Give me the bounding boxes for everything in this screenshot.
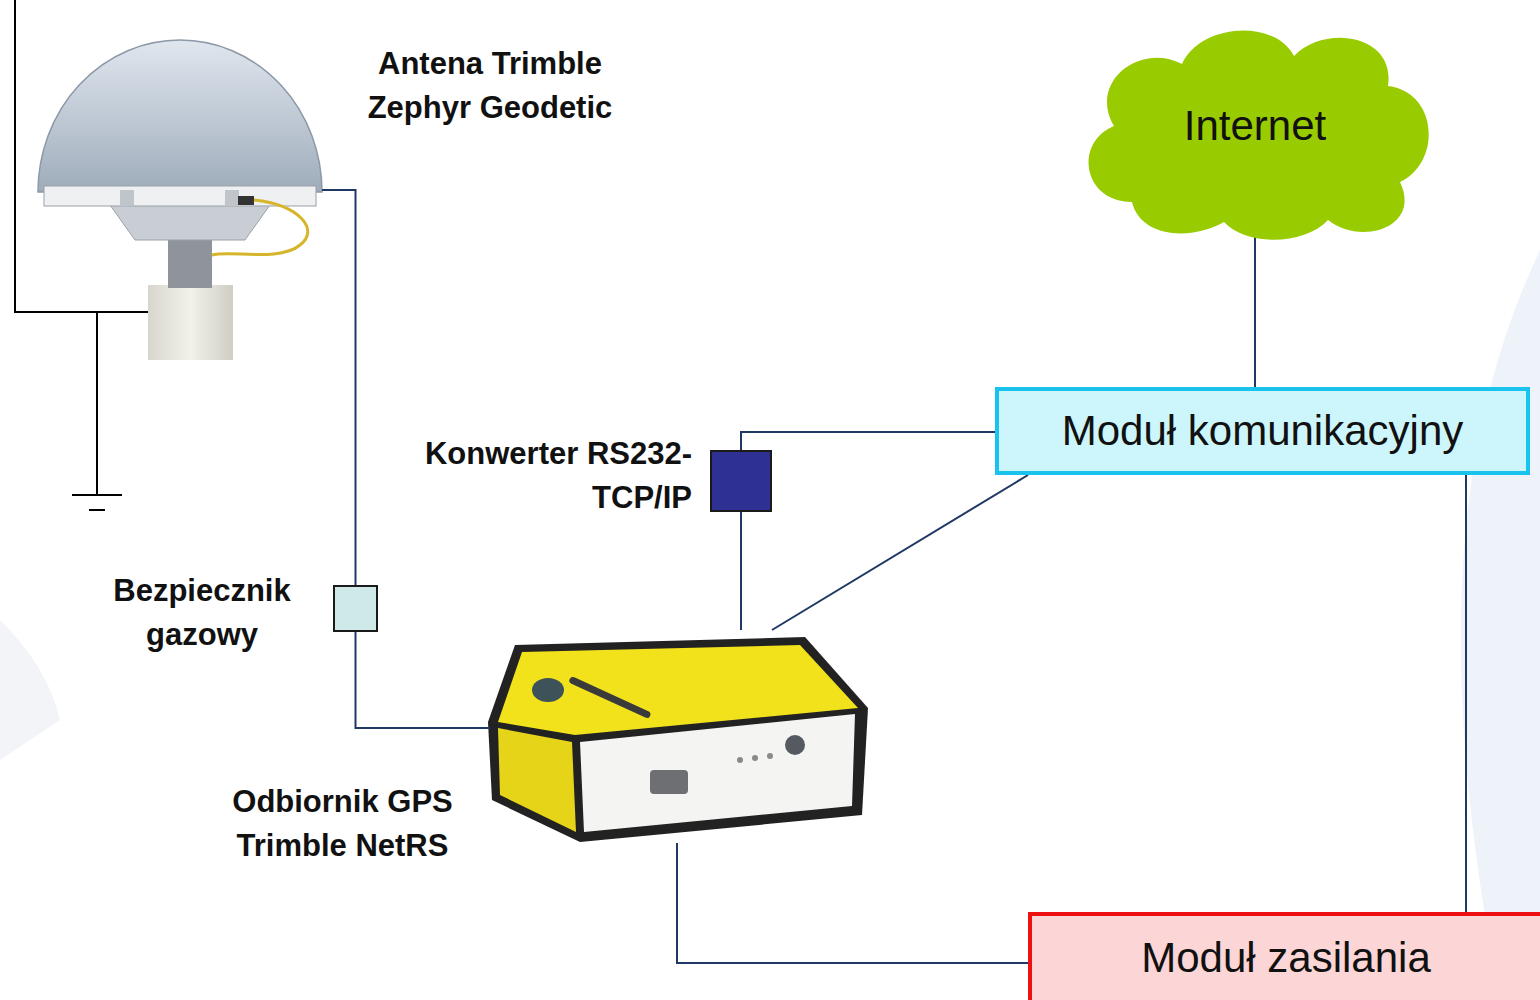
node-label: Bezpiecznik gazowy bbox=[82, 569, 322, 657]
background-swoosh bbox=[0, 620, 60, 760]
connector-line bbox=[741, 432, 995, 450]
fuse-box: Bezpiecznik gazowy bbox=[333, 585, 378, 632]
power-module-box: Moduł zasilania bbox=[1028, 912, 1540, 1000]
connector-line bbox=[772, 475, 1028, 630]
connector-path bbox=[1465, 475, 1467, 912]
connector-path bbox=[322, 190, 356, 585]
node-text: Moduł zasilania bbox=[1141, 933, 1431, 983]
node-text: Internet bbox=[1184, 101, 1326, 151]
receiver-node: Odbiornik GPS Trimble NetRS bbox=[490, 630, 865, 843]
background-swoosh bbox=[1461, 250, 1540, 1000]
node-label: Konwerter RS232-TCP/IP bbox=[412, 432, 692, 520]
communication-module-box: Moduł komunikacyjny bbox=[995, 387, 1530, 475]
connector-path bbox=[740, 512, 742, 630]
connector-line bbox=[322, 190, 356, 585]
connector-path bbox=[1254, 234, 1256, 387]
connector-path bbox=[356, 632, 491, 728]
internet-cloud: Internet bbox=[1070, 20, 1440, 240]
antenna-node: Antena Trimble Zephyr Geodetic bbox=[38, 40, 322, 360]
connector-line bbox=[356, 632, 491, 728]
converter-box: Konwerter RS232-TCP/IP bbox=[710, 450, 772, 512]
node-text: Moduł komunikacyjny bbox=[1062, 406, 1464, 456]
connector-line bbox=[741, 512, 742, 630]
connector-path bbox=[677, 843, 1028, 963]
connector-line bbox=[1255, 234, 1256, 387]
antenna-picture bbox=[38, 40, 322, 360]
connector-line bbox=[677, 843, 1028, 963]
node-label: Odbiornik GPS Trimble NetRS bbox=[205, 780, 480, 868]
receiver-picture bbox=[488, 637, 868, 842]
cloud-outline bbox=[1089, 31, 1429, 240]
connector-line bbox=[1466, 475, 1467, 912]
connector-path bbox=[772, 475, 1028, 630]
node-label: Antena Trimble Zephyr Geodetic bbox=[335, 42, 645, 130]
connector-path bbox=[741, 432, 995, 450]
